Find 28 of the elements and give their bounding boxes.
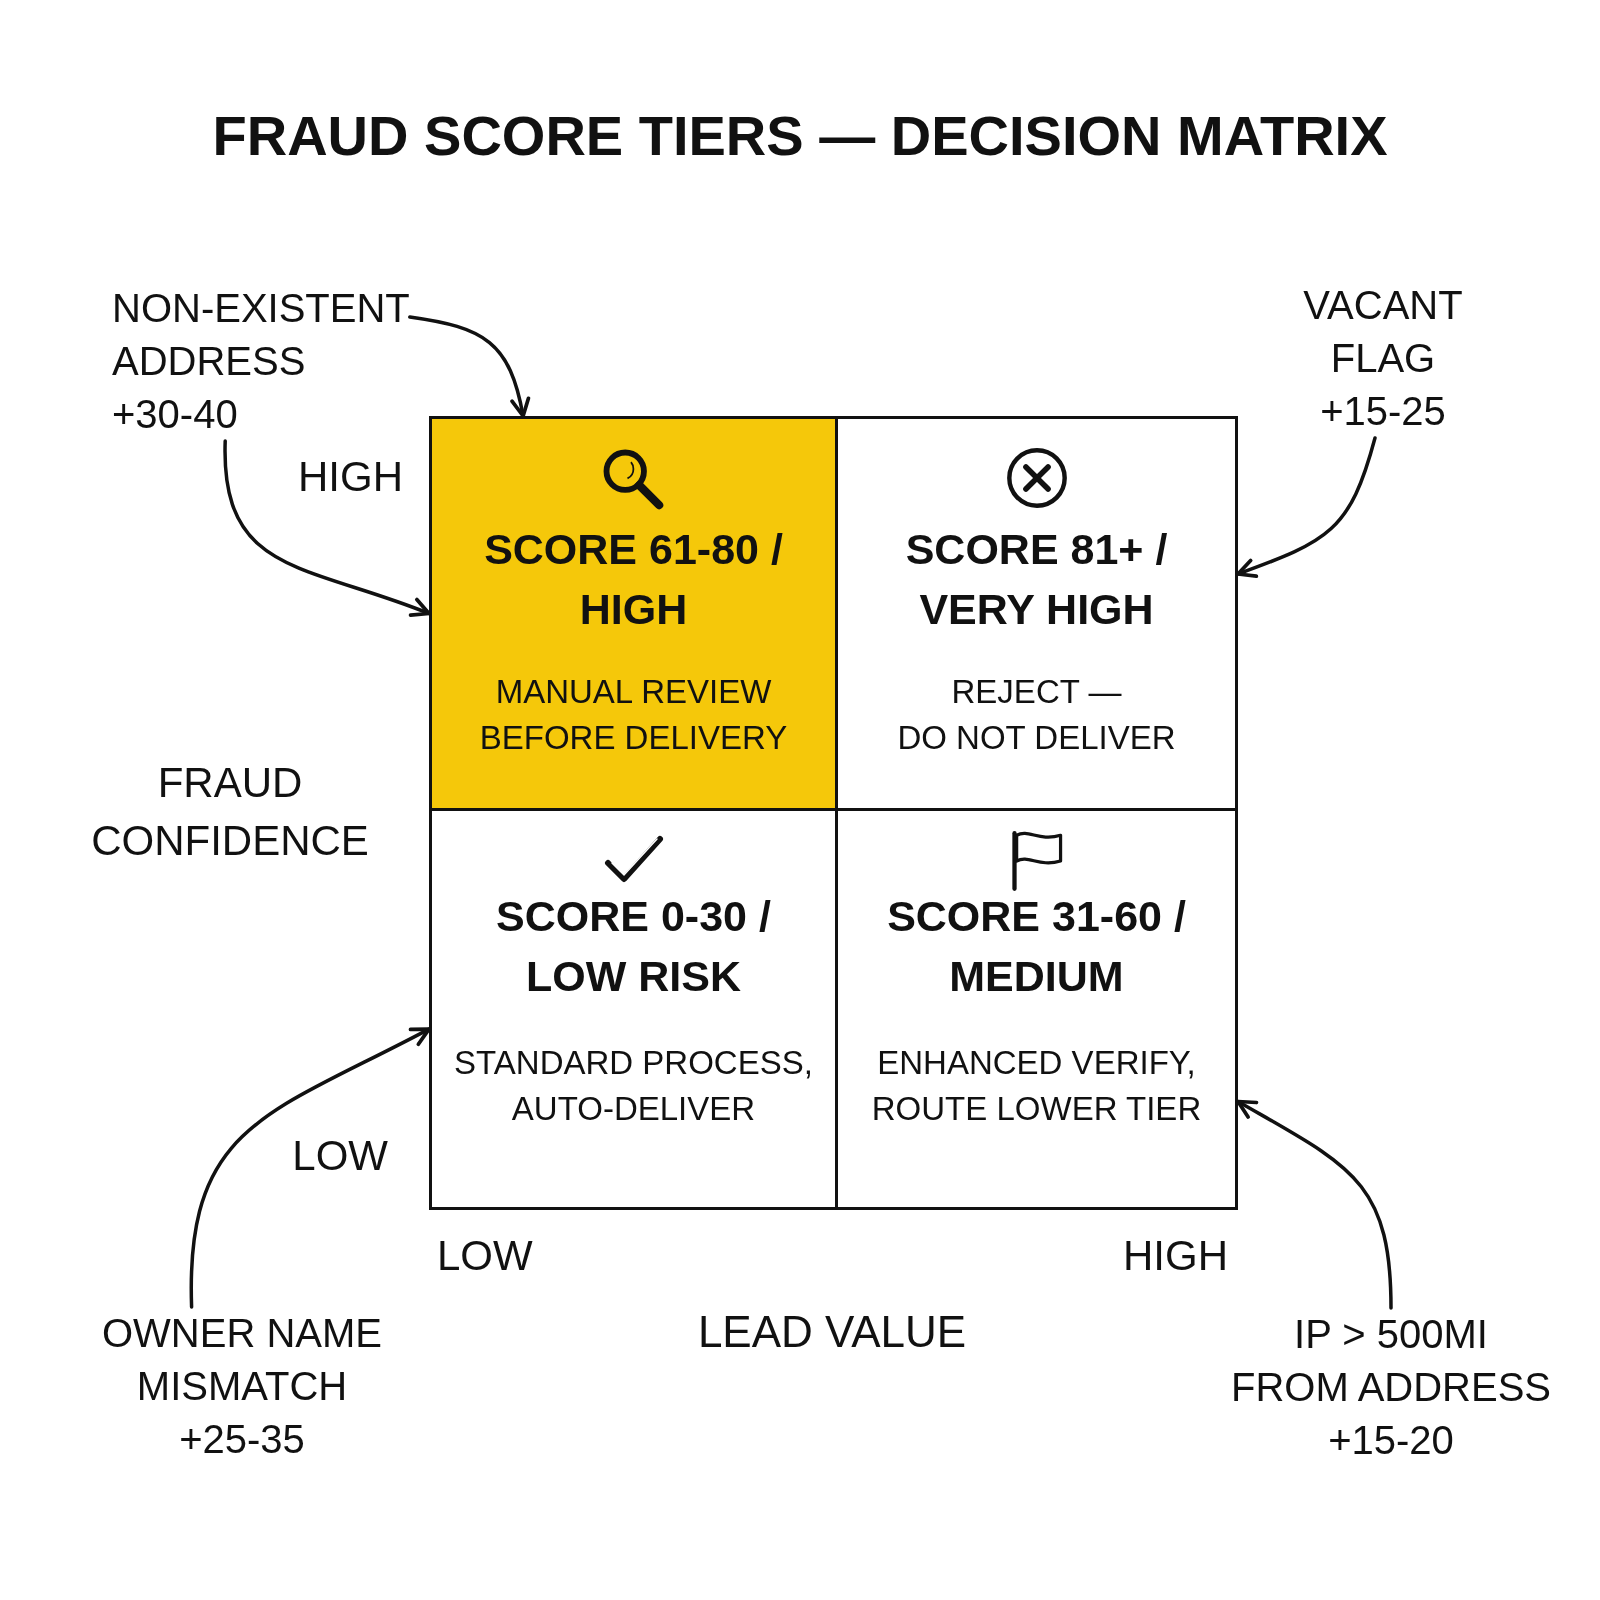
axis-label: LOW [292, 1131, 388, 1181]
axis-title: FRAUD CONFIDENCE [91, 758, 369, 866]
quadrant-heading: SCORE 31-60 / MEDIUM [887, 891, 1186, 1002]
curved-arrow [1236, 1099, 1393, 1310]
diagram-title: FRAUD SCORE TIERS — DECISION MATRIX [212, 103, 1388, 169]
annotation-text: VACANT FLAG +15-25 [1303, 279, 1463, 438]
quadrant-heading: SCORE 81+ / VERY HIGH [905, 524, 1168, 635]
annotation-text: OWNER NAME MISMATCH +25-35 [102, 1307, 382, 1466]
annotation-text: IP > 500MI FROM ADDRESS +15-20 [1231, 1308, 1551, 1467]
axis-label: LOW [437, 1231, 533, 1281]
quadrant-description: MANUAL REVIEW BEFORE DELIVERY [479, 672, 788, 758]
quadrant-description: REJECT — DO NOT DELIVER [897, 672, 1176, 758]
quadrant-description: ENHANCED VERIFY, ROUTE LOWER TIER [871, 1043, 1202, 1129]
axis-label: HIGH [1123, 1231, 1228, 1281]
matrix-quadrant [429, 416, 838, 811]
matrix-quadrant [835, 416, 1238, 811]
matrix-quadrant [835, 808, 1238, 1210]
quadrant-heading: SCORE 0-30 / LOW RISK [496, 891, 771, 1002]
curved-arrow [408, 315, 530, 418]
axis-title: LEAD VALUE [697, 1307, 967, 1357]
axis-label: HIGH [298, 452, 403, 502]
quadrant-heading: SCORE 61-80 / HIGH [484, 524, 783, 635]
annotation-text: NON-EXISTENT ADDRESS +30-40 [112, 282, 410, 441]
matrix-quadrant [429, 808, 838, 1210]
curved-arrow [223, 439, 431, 618]
quadrant-description: STANDARD PROCESS, AUTO-DELIVER [454, 1043, 813, 1129]
curved-arrow [189, 1027, 431, 1309]
curved-arrow [1236, 436, 1377, 578]
